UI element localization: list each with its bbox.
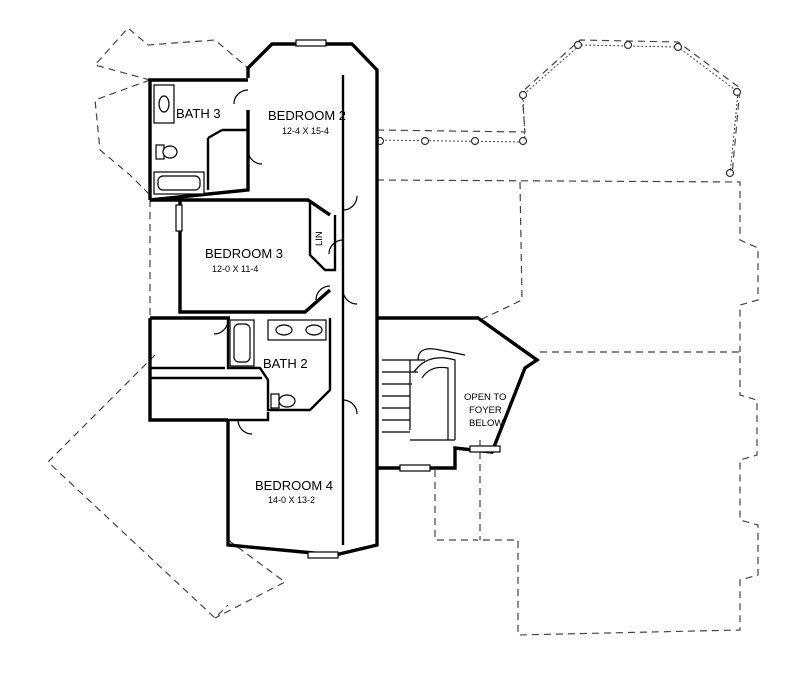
- linen-label: LIN: [314, 231, 325, 246]
- windows: [175, 39, 501, 559]
- bedroom2-size: 12-4 X 15-4: [282, 126, 329, 136]
- balcony-posts: [375, 40, 742, 178]
- open-to-foyer-line2: FOYER: [469, 405, 502, 416]
- bedroom4-size: 14-0 X 13-2: [268, 495, 315, 505]
- room-labels: BEDROOM 2 12-4 X 15-4 BATH 3 BEDROOM 3 1…: [176, 106, 506, 505]
- bedroom4-label: BEDROOM 4: [255, 478, 333, 493]
- roof-outline-dashed: [47, 27, 759, 636]
- open-to-foyer-line1: OPEN TO: [464, 392, 506, 403]
- bath2-label: BATH 2: [263, 356, 308, 371]
- bedroom3-label: BEDROOM 3: [205, 246, 283, 261]
- open-to-foyer-line3: BELOW: [469, 418, 503, 429]
- interior-walls: [150, 75, 345, 545]
- staircase: [377, 348, 466, 441]
- bedroom2-label: BEDROOM 2: [268, 108, 346, 123]
- bedroom3-size: 12-0 X 11-4: [212, 264, 258, 274]
- exterior-walls: [148, 42, 540, 557]
- bath3-fixtures: [153, 84, 205, 195]
- door-swings: [213, 89, 358, 435]
- bath3-label: BATH 3: [176, 106, 221, 121]
- bath2-fixtures: [229, 319, 327, 409]
